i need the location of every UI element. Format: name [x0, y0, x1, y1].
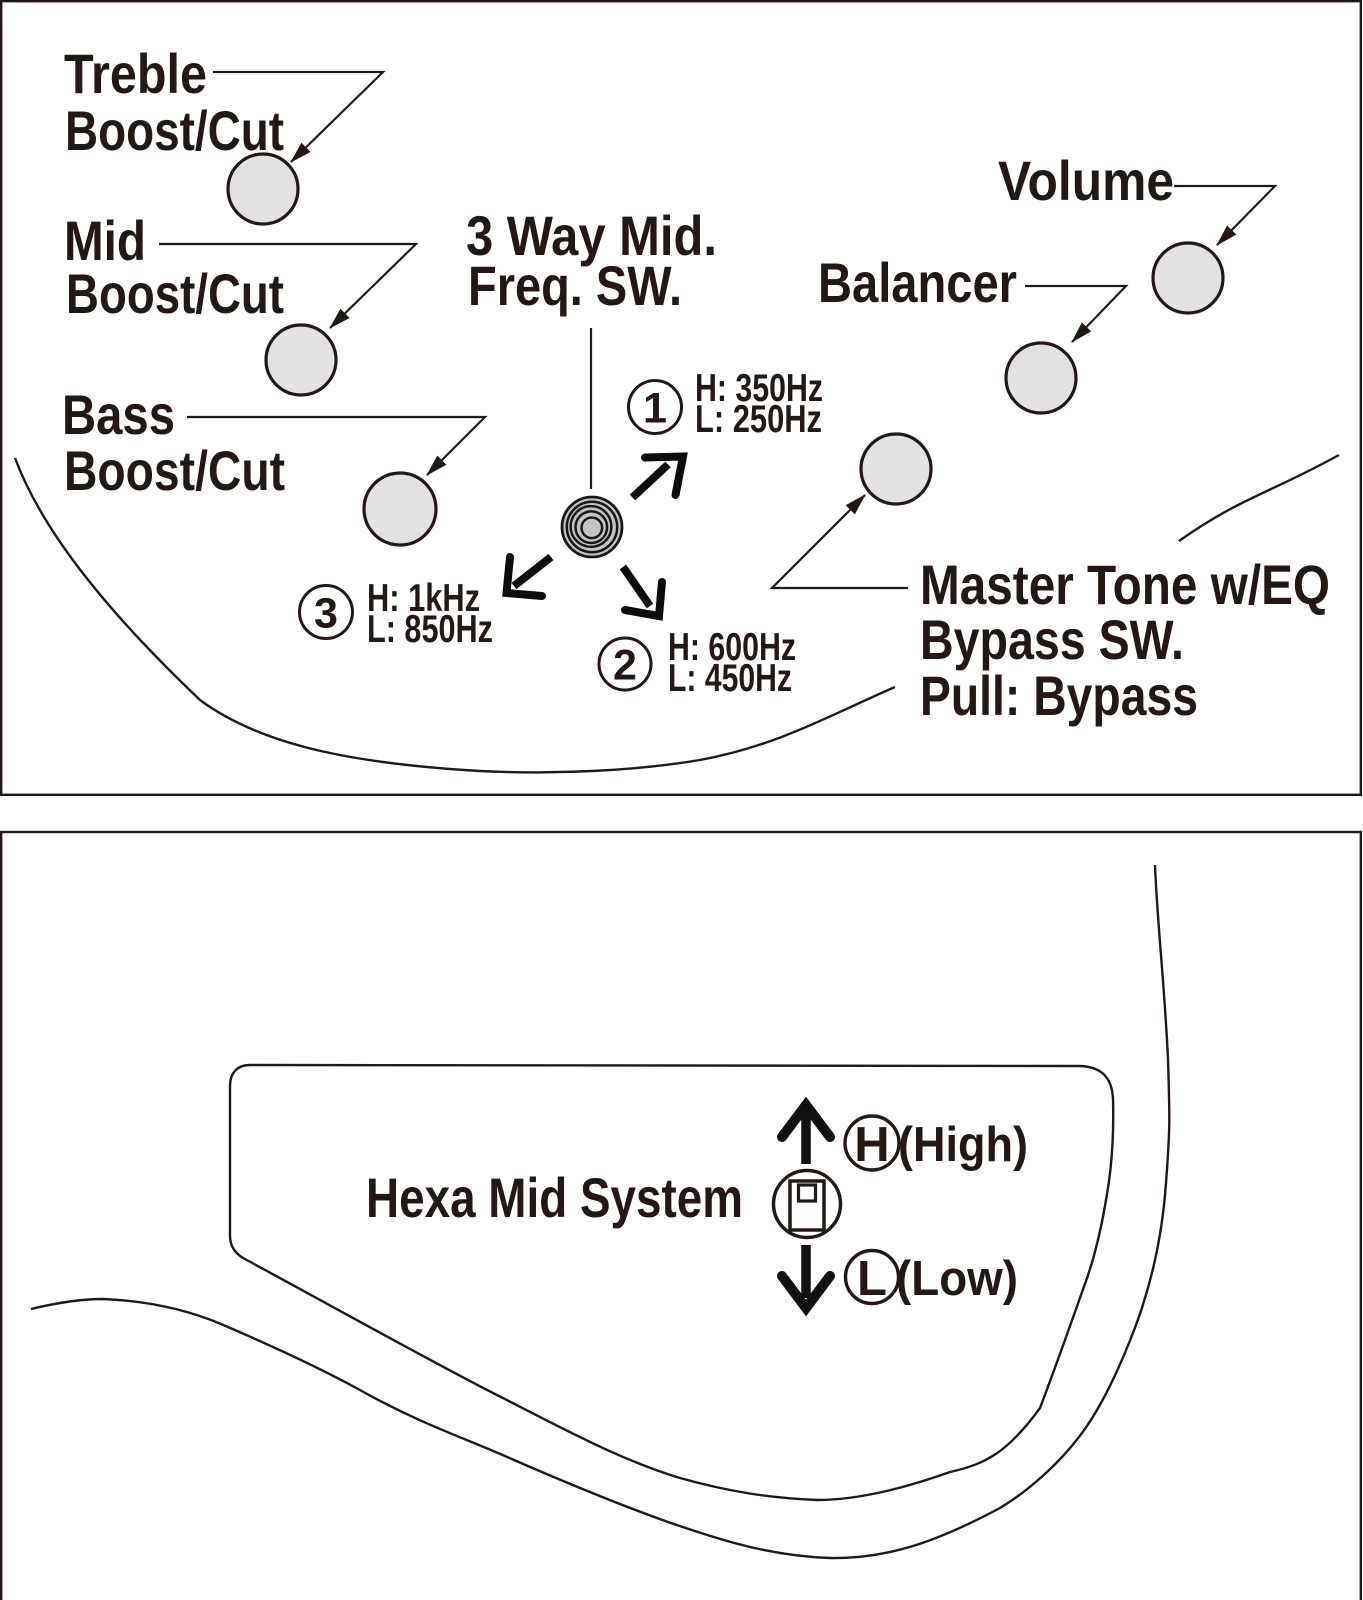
svg-text:Pull: Bypass: Pull: Bypass [920, 664, 1198, 727]
svg-text:H: 350Hz: H: 350Hz [695, 367, 823, 410]
svg-text:1: 1 [643, 385, 667, 433]
svg-text:Volume: Volume [998, 149, 1174, 212]
svg-text:(Low): (Low) [896, 1251, 1018, 1306]
svg-text:H: 1kHz: H: 1kHz [367, 577, 480, 620]
svg-text:Master Tone w/EQ: Master Tone w/EQ [920, 553, 1330, 616]
svg-text:Treble: Treble [64, 42, 207, 105]
svg-text:Bypass SW.: Bypass SW. [920, 608, 1184, 671]
svg-text:L: 250Hz: L: 250Hz [695, 398, 822, 441]
svg-text:Bass: Bass [62, 383, 175, 446]
svg-text:L: 450Hz: L: 450Hz [668, 657, 792, 700]
svg-text:(High): (High) [898, 1117, 1028, 1172]
svg-text:2: 2 [613, 642, 637, 690]
svg-text:Boost/Cut: Boost/Cut [66, 262, 284, 325]
svg-text:Freq. SW.: Freq. SW. [468, 254, 682, 317]
svg-text:Mid: Mid [64, 209, 146, 272]
svg-text:Balancer: Balancer [818, 251, 1017, 314]
svg-text:Boost/Cut: Boost/Cut [65, 99, 284, 162]
svg-text:H: H [854, 1118, 889, 1172]
svg-text:3: 3 [314, 590, 338, 638]
svg-text:H: 600Hz: H: 600Hz [668, 626, 796, 669]
svg-text:L: 850Hz: L: 850Hz [367, 608, 493, 651]
svg-text:Boost/Cut: Boost/Cut [64, 439, 285, 502]
svg-text:Hexa Mid System: Hexa Mid System [366, 1166, 743, 1229]
svg-text:3 Way Mid.: 3 Way Mid. [466, 204, 717, 267]
svg-text:L: L [857, 1252, 887, 1306]
